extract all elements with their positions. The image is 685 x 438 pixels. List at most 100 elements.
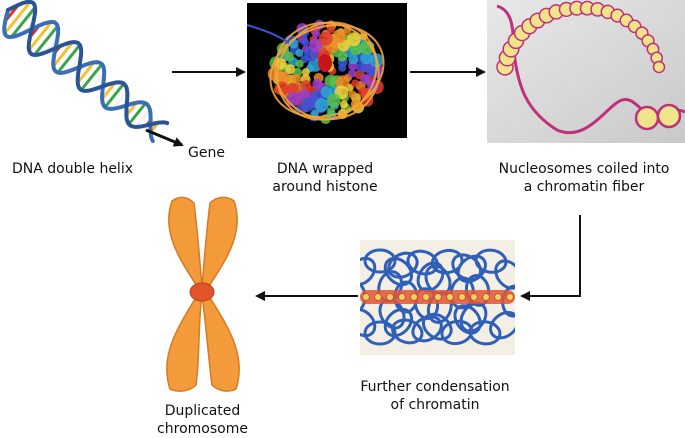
wrapped-dna-strand [269,24,385,118]
histone-protein-bead [326,25,335,34]
base-pair-rung [3,0,32,35]
histone-protein-bead [360,73,371,84]
base-pair-rung [27,20,54,52]
histone-protein-bead [291,74,302,85]
histone-protein-bead [360,52,373,65]
chromatin-loop [387,251,419,279]
histone-protein-bead [324,74,337,87]
histone-core [318,54,332,72]
chromatin-loop [363,248,397,274]
histone-protein-bead [348,69,356,78]
condensation-label-line2: of chromatin [390,397,480,413]
chromatin-loop [363,320,397,346]
nucleosome-bead [656,103,682,129]
chromatin-loop [360,307,377,338]
chromosome-label-line2: chromosome [157,421,248,437]
base-pair-rung [88,71,106,92]
scaffold-node [398,293,406,301]
base-pair-rung [51,40,75,68]
gene-pointer-arrow [145,128,184,147]
nucleosomes-label-line1: Nucleosomes coiled into [498,161,670,177]
base-pair-rung [32,24,60,57]
chromatin-loop [474,248,508,274]
histone-protein-bead [284,51,294,62]
gene-label: Gene [188,145,225,161]
wrapped-dna-strand [274,21,380,121]
arrow-fiber-to-condensed [520,215,581,301]
chromatin-loop [383,307,414,338]
chromatin-loop [411,315,443,343]
base-pair-rung [127,101,148,126]
histone-protein-bead [348,54,359,65]
base-pair-rung [76,60,96,85]
base-pair-rung [56,43,82,75]
histone-protein-bead [338,63,347,72]
histone-protein-bead [295,49,304,57]
histone-protein-bead [312,78,323,89]
chromosome-shape [166,196,240,392]
base-pair-rung [111,89,129,111]
chromosome-image [150,195,255,395]
condensed-chromatin-image [360,240,515,355]
wrapped-dna-strand [276,21,378,121]
scaffold-node [434,293,442,301]
histone-protein-bead [286,82,299,95]
histone-label-line1: DNA wrapped [276,161,374,177]
histone-protein-bead [358,87,369,97]
base-pair-rung [79,62,104,92]
scaffold-node [494,293,502,301]
histone-image [247,3,407,138]
chromatin-loop [416,261,445,293]
histone-protein-bead [314,98,329,113]
histone-protein-bead [301,68,310,77]
histone-protein-bead [340,100,348,109]
histone-protein-bead [326,93,341,108]
dna-tail [247,24,290,44]
histone-protein-bead [350,43,362,56]
scaffold-node [374,293,382,301]
scaffold-node [458,293,466,301]
scaffold-node [470,293,478,301]
dna-helix-label: DNA double helix [12,161,133,177]
base-pair-rung [134,108,152,129]
histone-protein-bead [295,59,304,68]
chromatin-loop [468,320,502,346]
histone-protein-bead [285,64,296,75]
histone-protein-bead [356,62,367,73]
scaffold-node [422,293,430,301]
nucleosomes-label-line2: a chromatin fiber [523,179,645,195]
histone-protein-bead [351,79,360,88]
chromatin-loop [489,311,515,340]
chromatin-loop [456,254,487,283]
chromatin-loop [430,248,464,275]
helix-strand [2,8,155,143]
base-pair-rung [100,81,117,101]
scaffold-node [446,293,454,301]
histone-protein-bead [308,38,323,53]
base-pair-rung [9,5,37,39]
histone-protein-bead [318,31,333,46]
condensation-label-line1: Further condensation [360,379,510,395]
scaffold-node [482,293,490,301]
base-pair-rung [103,82,126,109]
histone-protein-bead [327,107,335,116]
scaffold-node [506,293,514,301]
nucleosome-fiber-image [487,0,685,143]
histone-protein-bead [320,86,333,98]
histone-protein-bead [348,90,357,99]
nucleosome-bead [652,60,666,74]
scaffold-node [410,293,418,301]
histone-protein-bead [311,109,319,118]
histone-protein-bead [312,29,320,38]
scaffold-node [386,293,394,301]
centromere [189,282,215,302]
chromatin-loop [383,256,414,287]
scaffold-node [362,293,370,301]
histone-protein-bead [301,79,311,90]
histone-protein-bead [300,97,315,112]
dna-helix-image [0,0,175,150]
histone-label-line2: around histone [272,179,378,195]
histone-protein-bead [337,51,348,62]
